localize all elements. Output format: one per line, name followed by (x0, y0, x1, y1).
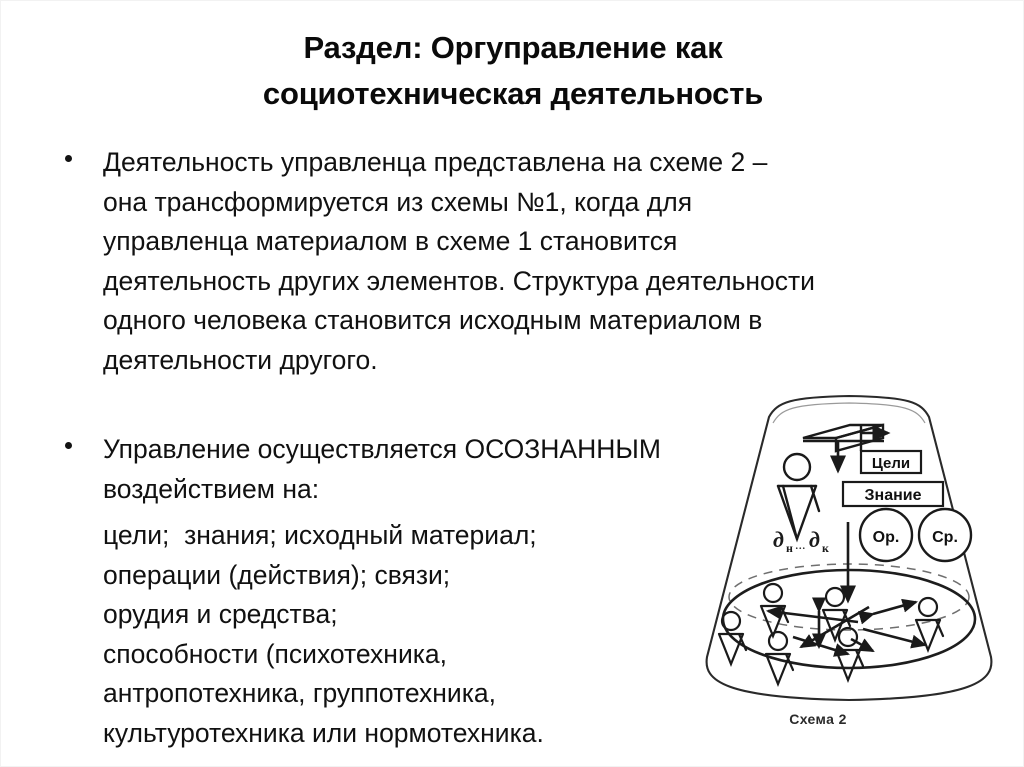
tools-label: Ор. (873, 529, 900, 546)
knowledge-label: Знание (865, 487, 922, 504)
collective-figures (717, 582, 945, 687)
means-label: Ср. (932, 529, 958, 546)
member-figure (717, 610, 748, 667)
member-figure (821, 586, 852, 643)
bullet-dot-icon (65, 155, 72, 162)
bullet-2-line-1: Управление осуществляется ОСОЗНАННЫМ (103, 434, 661, 464)
bullet-item-2: Управление осуществляется ОСОЗНАННЫМ воз… (59, 430, 979, 509)
bullet-1-line-4: деятельность других элементов. Структура… (103, 265, 815, 296)
svg-text:д: д (809, 527, 820, 552)
sublist: цели; знания; исходный материал; операци… (59, 516, 979, 753)
bullet-1-line-5: одного человека становится исходным мате… (103, 305, 763, 335)
bullet-dot-icon (65, 442, 72, 449)
scheme-2-illustration: д н ... д к Цели Знание Ор. (705, 394, 993, 702)
actions-label: д н ... д к (773, 527, 829, 555)
sublist-item-1: цели; знания; исходный материал; (103, 520, 537, 550)
member-figure (759, 582, 790, 639)
svg-text:к: к (822, 541, 829, 555)
manager-figure (776, 452, 821, 543)
page-title-line-2: социотехническая деятельность (262, 76, 764, 111)
cone-inner-shade (772, 402, 926, 424)
member-figure (764, 630, 795, 687)
bullet-1-line-1: Деятельность управленца представлена на … (103, 147, 768, 177)
scheme-2-diagram: д н ... д к Цели Знание Ор. (673, 389, 1023, 766)
svg-text:...: ... (795, 538, 806, 553)
sublist-item-4: способности (психотехника, (103, 638, 448, 669)
bullet-1-line-3: управленца материалом в схеме 1 становит… (103, 226, 678, 256)
activity-parallelogram (802, 423, 891, 453)
body-content: Деятельность управленца представлена на … (59, 143, 979, 753)
diagram-caption: Схема 2 (789, 711, 847, 727)
bullet-1-line-2: она трансформируется из схемы №1, когда … (103, 186, 693, 217)
goals-label: Цели (872, 455, 910, 472)
bullet-1-line-6: деятельности другого. (103, 344, 378, 375)
bullet-2-line-2: воздействием на: (103, 473, 320, 504)
sublist-item-5: антропотехника, группотехника, (103, 678, 496, 708)
svg-text:н: н (786, 541, 793, 555)
knowledge-box: Знание (841, 480, 945, 508)
bullet-item-1: Деятельность управленца представлена на … (59, 143, 979, 380)
sublist-item-2: операции (действия); связи; (103, 559, 451, 590)
page-title-line-1: Раздел: Оргуправление как (303, 30, 723, 65)
tools-circle: Ор. (858, 507, 914, 563)
svg-text:д: д (773, 527, 784, 552)
page-title: Раздел: Оргуправление как социотехническ… (61, 25, 965, 117)
cone-outline (705, 394, 993, 702)
sublist-item-3: орудия и средства; (103, 599, 338, 629)
sublist-item-6: культуротехника или нормотехника. (103, 717, 544, 748)
member-figure (834, 626, 865, 683)
means-circle: Ср. (917, 507, 973, 563)
member-figure (914, 596, 945, 653)
goals-box: Цели (859, 449, 923, 475)
